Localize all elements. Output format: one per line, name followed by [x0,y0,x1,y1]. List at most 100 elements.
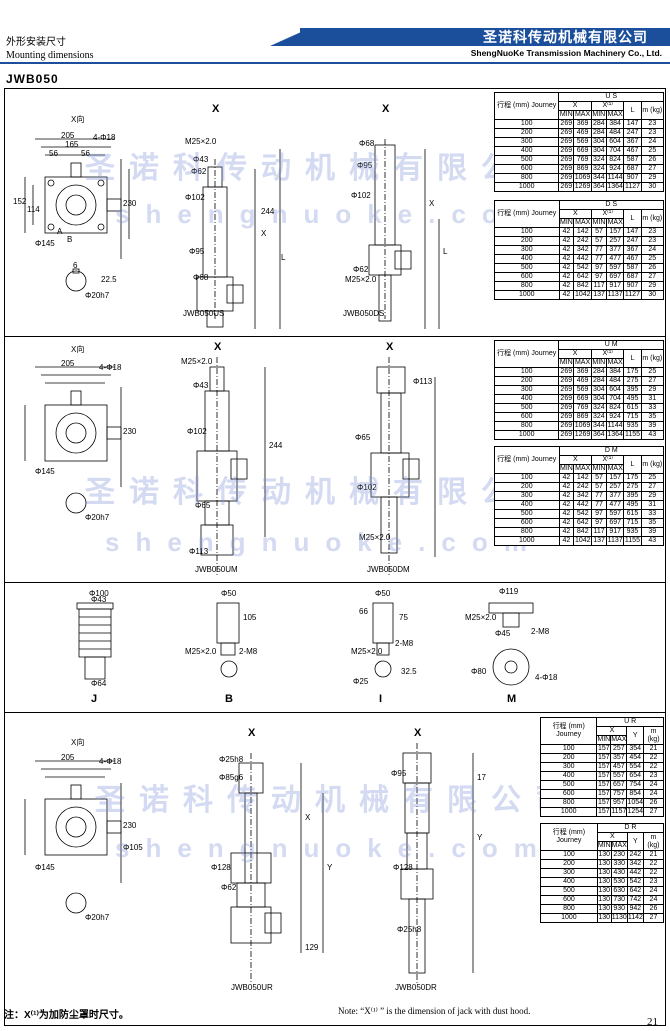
dim-165: 165 [65,140,79,149]
table-cell: 100 [494,227,560,237]
table-cell: 157 [596,789,612,799]
dim-102-2: Φ102 [187,427,207,436]
table-cell: 587 [623,263,642,273]
table-cell: 300 [494,491,560,501]
table-cell: 43 [640,536,665,546]
table-cell: 1254 [626,807,644,817]
dim-119: Φ119 [499,587,519,596]
table-cell: 247 [623,236,642,246]
table-x1-max-header: MAX [605,110,625,120]
table-cell: 300 [493,385,560,395]
table-cell: 26 [640,155,665,165]
table-cell: 300 [493,137,560,147]
table-cell: 1137 [605,536,625,546]
table-cell: 642 [573,272,593,282]
table-cell: 742 [626,895,644,905]
dim-128: Φ128 [211,863,231,872]
table-y-header: Y [626,832,644,851]
table-cell: 230 [610,850,628,860]
table-max-header: MAX [573,218,593,228]
table-cell: 1000 [494,536,560,546]
table-cell: 175 [623,473,642,483]
table-cell: 687 [623,272,642,282]
table-cell: 557 [610,771,628,781]
table-l-header: L [623,349,642,368]
table-cell: 304 [590,146,607,156]
table-l-header: L [623,209,642,228]
table-cell: 24 [642,886,665,896]
table-cell: 42 [558,227,575,237]
table-cell: 157 [596,798,612,808]
table-cell: 31 [640,500,665,510]
dim-145-3: Φ145 [35,863,55,872]
table-cell: 600 [493,164,560,174]
table-cell: 77 [591,500,607,510]
table-cell: 597 [605,263,625,273]
table-cell: 25 [640,146,665,156]
dim-50-i: Φ50 [375,589,391,598]
dim-113: Φ113 [189,547,209,556]
table-cell: 130 [596,868,612,878]
table-cell: 477 [605,254,625,264]
dim-205-3: 205 [61,753,75,762]
table-cell: 130 [596,913,612,923]
table-cell: 369 [573,119,592,129]
table-cell: 27 [640,164,665,174]
table-cell: 157 [605,473,625,483]
table-cell: 284 [590,119,607,129]
dim-95b: Φ95 [357,161,373,170]
table-cell: 21 [642,850,665,860]
table-cell: 324 [590,412,607,422]
table-cell: 600 [493,412,560,422]
table-cell: 367 [623,137,642,147]
table-title: D S [558,200,665,210]
table-cell: 395 [623,491,642,501]
table-cell: 157 [596,771,612,781]
table-x-header: X [596,832,628,842]
table-cell: 77 [591,254,607,264]
table-cell: 800 [494,527,560,537]
table-x1-min-header: MIN [591,464,607,474]
table-cell: 242 [626,850,644,860]
dim-68b: Φ68 [359,139,375,148]
table-cell: 35 [640,412,665,422]
caption-dm: JWB050DM [367,565,410,574]
table-cell: 57 [591,482,607,492]
dim-shaft: Φ20h7 [85,291,110,300]
table-mass-header: m (kg) [640,455,665,474]
table-cell: 495 [623,500,642,510]
table-cell: 657 [610,780,628,790]
label-j: J [91,693,98,705]
table-cell: 304 [590,137,607,147]
table-cell: 269 [558,164,575,174]
table-cell: 400 [493,146,560,156]
table-cell: 1000 [493,182,560,192]
table-cell: 175 [623,367,642,377]
table-cell: 242 [573,236,593,246]
dim-85g6: Φ85g6 [219,773,244,782]
table-cell: 957 [610,798,628,808]
dim-l: L [281,253,286,262]
table-cell: 669 [573,394,592,404]
table-cell: 29 [640,173,665,183]
header-rule [0,62,670,64]
table-cell: 869 [573,164,592,174]
table-cell: 269 [558,367,575,377]
